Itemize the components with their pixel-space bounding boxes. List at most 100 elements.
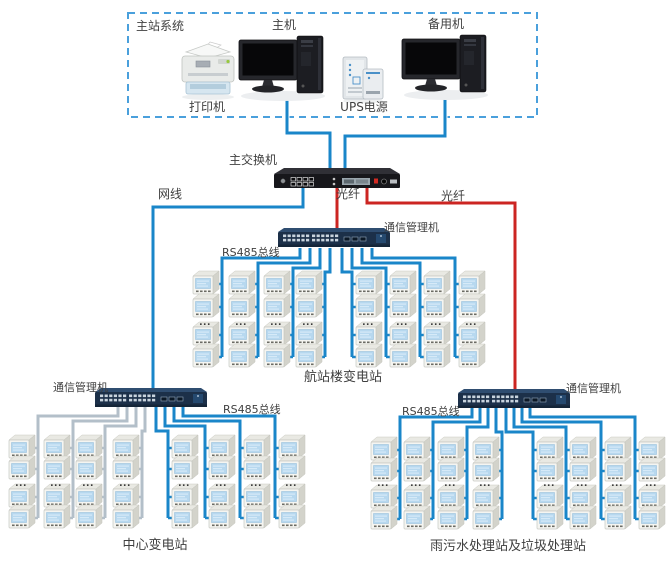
power-meter-icon xyxy=(8,504,36,529)
power-meter-icon xyxy=(43,504,71,529)
ethernet-link-line xyxy=(151,186,305,390)
power-meter-icon xyxy=(171,455,199,480)
more-meters-ellipsis: ... xyxy=(215,479,227,489)
power-meter-icon xyxy=(263,343,291,368)
power-meter-icon xyxy=(278,434,306,459)
ups-label: UPS电源 xyxy=(340,100,388,114)
more-meters-ellipsis: ... xyxy=(377,479,389,489)
more-meters-ellipsis: ... xyxy=(15,479,27,489)
power-meter-icon xyxy=(536,457,564,482)
more-meters-ellipsis: ... xyxy=(396,318,408,328)
terminal-station-label: 航站楼变电站 xyxy=(304,369,382,385)
power-meter-icon xyxy=(437,436,465,461)
fiber-right-link-label: 光纤 xyxy=(441,189,465,203)
power-meter-icon xyxy=(423,270,451,295)
link-casing xyxy=(284,100,333,170)
rs485-bus-lines xyxy=(21,248,651,521)
power-meter-icon xyxy=(604,505,632,530)
master-station-label: 主站系统 xyxy=(136,19,184,33)
host-computer-icon xyxy=(238,35,326,102)
power-meter-icon xyxy=(403,505,431,530)
rs485-bus-line xyxy=(340,248,354,357)
center-bus-label: RS485总线 xyxy=(223,402,281,416)
center-station-label: 中心变电站 xyxy=(122,537,187,553)
meter-banks: ........................................… xyxy=(8,270,666,530)
power-meter-icon xyxy=(638,436,666,461)
power-meter-icon xyxy=(389,293,417,318)
rs485-bus-line xyxy=(163,407,207,518)
rs485-bus-line xyxy=(360,248,422,357)
power-meter-icon xyxy=(243,504,271,529)
power-meter-icon xyxy=(192,343,220,368)
rs485-bus-line xyxy=(528,408,637,519)
more-meters-ellipsis: ... xyxy=(119,479,131,489)
more-meters-ellipsis: ... xyxy=(235,318,247,328)
power-meter-icon xyxy=(458,343,486,368)
more-meters-ellipsis: ... xyxy=(410,479,422,489)
power-meter-icon xyxy=(370,436,398,461)
rs485-bus-line xyxy=(494,408,504,519)
rs485-bus-line xyxy=(398,408,474,519)
power-meter-icon xyxy=(75,434,103,459)
terminal-manager-label: 通信管理机 xyxy=(384,220,439,234)
power-meter-icon xyxy=(75,504,103,529)
main-switch-label: 主交换机 xyxy=(229,152,277,167)
power-meter-icon xyxy=(638,457,666,482)
more-meters-ellipsis: ... xyxy=(576,479,588,489)
power-meter-icon xyxy=(295,270,323,295)
power-meter-icon xyxy=(472,436,500,461)
power-meter-icon xyxy=(437,505,465,530)
sewage-manager-label: 通信管理机 xyxy=(566,381,621,395)
power-meter-icon xyxy=(171,434,199,459)
power-meter-icon xyxy=(403,457,431,482)
backup-computer-icon xyxy=(401,34,489,101)
more-meters-ellipsis: ... xyxy=(430,318,442,328)
power-meter-icon xyxy=(192,270,220,295)
rs485-bus-line xyxy=(36,407,120,518)
power-meter-icon xyxy=(536,436,564,461)
power-meter-icon xyxy=(604,436,632,461)
power-meter-icon xyxy=(295,343,323,368)
printer-label: 打印机 xyxy=(189,100,225,114)
rs485-bus-line xyxy=(181,407,277,518)
power-meter-icon xyxy=(263,293,291,318)
power-meter-icon xyxy=(403,436,431,461)
power-meter-icon xyxy=(228,270,256,295)
power-meter-icon xyxy=(370,457,398,482)
power-meter-icon xyxy=(569,436,597,461)
power-meter-icon xyxy=(423,343,451,368)
power-meter-icon xyxy=(112,434,140,459)
fiber-link-line xyxy=(365,186,517,392)
rs485-bus-line xyxy=(512,408,568,519)
ethernet-link-line xyxy=(343,98,447,170)
power-meter-icon xyxy=(278,504,306,529)
power-meter-icon xyxy=(472,505,500,530)
power-meter-icon xyxy=(604,457,632,482)
rs485-bus-line xyxy=(140,407,147,518)
backbone-links xyxy=(150,98,518,392)
rs485-bus-line xyxy=(323,248,332,357)
power-meter-icon xyxy=(243,434,271,459)
power-meter-icon xyxy=(43,455,71,480)
power-meter-icon xyxy=(208,455,236,480)
ups-icon xyxy=(342,56,384,104)
more-meters-ellipsis: ... xyxy=(611,479,623,489)
rs485-bus-line xyxy=(465,408,490,519)
power-meter-icon xyxy=(569,505,597,530)
more-meters-ellipsis: ... xyxy=(250,479,262,489)
power-meter-icon xyxy=(112,504,140,529)
power-meter-icon xyxy=(355,293,383,318)
power-meter-icon xyxy=(458,293,486,318)
power-meter-icon xyxy=(458,270,486,295)
power-meter-icon xyxy=(243,455,271,480)
rs485-bus-line xyxy=(154,407,170,518)
power-meter-icon xyxy=(278,455,306,480)
power-meter-icon xyxy=(208,504,236,529)
more-meters-ellipsis: ... xyxy=(270,318,282,328)
more-meters-ellipsis: ... xyxy=(543,479,555,489)
power-meter-icon xyxy=(192,293,220,318)
ethernet-link-line xyxy=(285,100,332,170)
power-meter-icon xyxy=(536,505,564,530)
power-meter-icon xyxy=(423,293,451,318)
